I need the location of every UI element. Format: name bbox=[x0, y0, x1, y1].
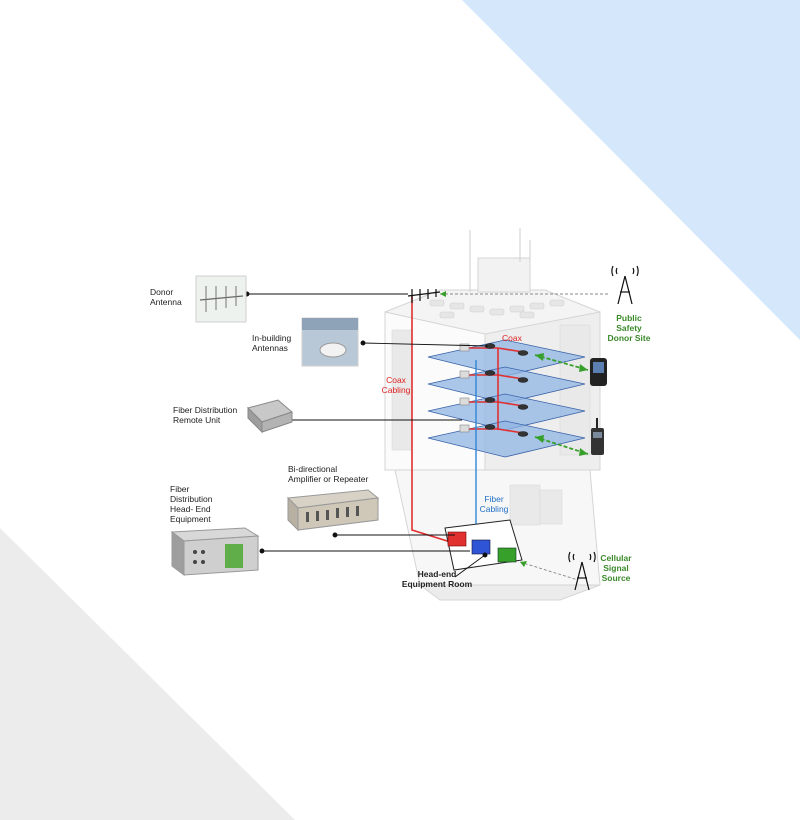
head-end-rack-icon bbox=[170, 527, 260, 576]
mobile-phone-icon bbox=[590, 358, 607, 386]
signal-source-unit bbox=[497, 547, 517, 563]
remote-unit-icon bbox=[247, 399, 293, 434]
floor-remote-units bbox=[459, 343, 470, 433]
blue-corner-wedge bbox=[462, 0, 800, 340]
amplifier-icon bbox=[286, 489, 380, 532]
roof-donor-antenna bbox=[407, 289, 441, 303]
ceiling-antennas bbox=[484, 343, 529, 437]
donor-link bbox=[440, 293, 610, 581]
cellular-link-arrow bbox=[520, 561, 527, 567]
yagi-antenna-icon bbox=[195, 275, 247, 323]
fiber-head-end-unit bbox=[471, 539, 491, 555]
coax-top-label: Coax bbox=[502, 333, 522, 343]
ceiling-antenna-icon bbox=[301, 317, 359, 367]
donor-link-arrow bbox=[440, 291, 446, 297]
signal-arrows bbox=[534, 353, 589, 456]
roof-vents bbox=[429, 299, 565, 319]
cell-tower-icon-public-safety bbox=[611, 265, 639, 305]
building-windows bbox=[391, 324, 591, 526]
bda-unit-red bbox=[447, 531, 467, 547]
radio-handset-icon bbox=[591, 418, 604, 455]
cell-tower-icon-cellular bbox=[568, 551, 596, 591]
gray-corner-wedge bbox=[0, 528, 295, 820]
head-end-room bbox=[444, 519, 523, 571]
